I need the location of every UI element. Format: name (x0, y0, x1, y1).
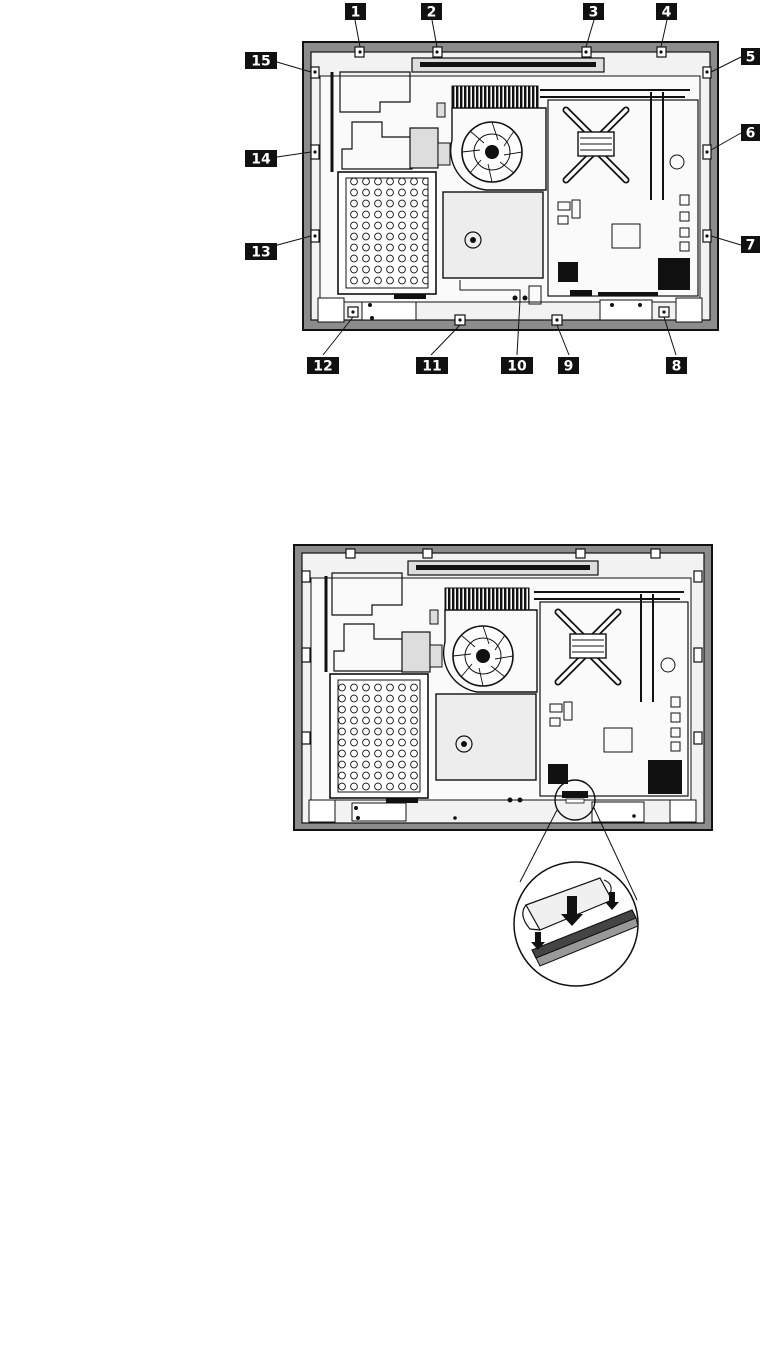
callout-14-label: 14 (251, 152, 271, 168)
callout-6: 6 (741, 124, 760, 142)
heatsink-fins (452, 86, 538, 108)
callout-8: 8 (666, 357, 687, 375)
figure-1-computer-rear: 1 2 3 4 5 6 7 8 (245, 3, 760, 375)
callout-5-label: 5 (746, 50, 756, 66)
callout-10: 10 (501, 357, 533, 375)
callout-7-label: 7 (746, 238, 756, 254)
callout-8-label: 8 (672, 359, 682, 375)
callout-4-label: 4 (662, 5, 672, 21)
figure-2-memory-installation (294, 545, 712, 986)
callout-4: 4 (656, 3, 677, 21)
callout-7: 7 (741, 236, 760, 254)
callout-9-label: 9 (564, 359, 574, 375)
callout-11-label: 11 (422, 359, 441, 375)
callout-12: 12 (307, 357, 339, 375)
memory-module-detail (514, 862, 638, 986)
callout-11: 11 (416, 357, 448, 375)
callout-9: 9 (558, 357, 579, 375)
callout-5: 5 (741, 48, 760, 66)
callout-3-label: 3 (589, 5, 599, 21)
callout-12-label: 12 (313, 359, 332, 375)
callout-2-label: 2 (427, 5, 437, 21)
callout-13-label: 13 (251, 245, 270, 261)
callout-2: 2 (421, 3, 442, 21)
callout-10-label: 10 (507, 359, 527, 375)
callout-15: 15 (245, 52, 277, 70)
callout-1: 1 (345, 3, 366, 21)
callout-1-label: 1 (351, 5, 361, 21)
callout-15-label: 15 (251, 54, 270, 70)
callout-6-label: 6 (746, 126, 756, 142)
callout-3: 3 (583, 3, 604, 21)
callout-14: 14 (245, 150, 277, 168)
callout-13: 13 (245, 243, 277, 261)
